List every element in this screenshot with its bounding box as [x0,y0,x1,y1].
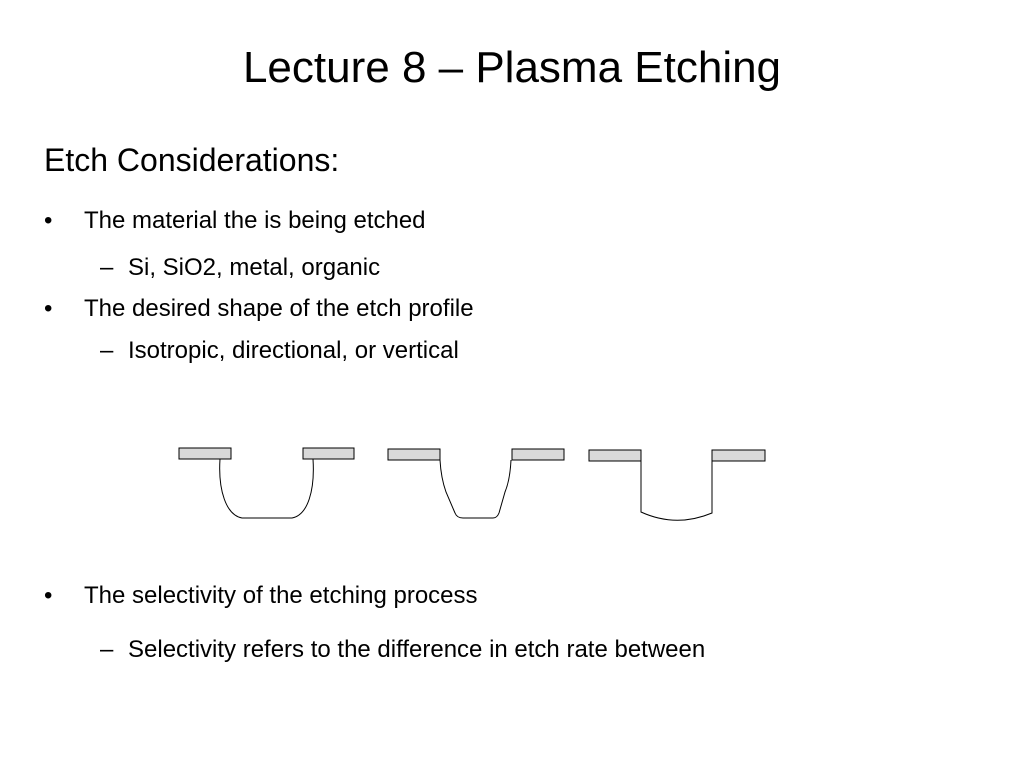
sub-bullet-text: Selectivity refers to the difference in … [128,636,706,663]
directional-trench [439,459,512,519]
mask-right [711,449,766,462]
mask-right [302,447,355,460]
directional-etch-profile [387,448,565,519]
isotropic-etch-profile [178,447,355,519]
sub-bullet-text: Isotropic, directional, or vertical [128,337,459,364]
sub-bullet-glyph: – [100,337,114,364]
section-heading: Etch Considerations: [44,142,340,178]
isotropic-trench [219,458,314,519]
bullet-glyph: • [44,582,53,609]
mask-right [511,448,565,461]
mask-left [588,449,642,462]
bullet-glyph: • [44,295,53,322]
sub-bullet-text: Si, SiO2, metal, organic [128,254,381,281]
mask-left [387,448,441,461]
slide-title: Lecture 8 – Plasma Etching [242,43,782,92]
bullet-text: The material the is being etched [84,207,426,234]
bullet-glyph: • [44,207,53,234]
vertical-etch-profile [588,449,766,521]
bullet-text: The desired shape of the etch profile [84,295,474,322]
sub-bullet-glyph: – [100,636,114,663]
vertical-trench [640,461,713,521]
sub-bullet-glyph: – [100,254,114,281]
bullet-text: The selectivity of the etching process [84,582,478,609]
mask-left [178,447,232,460]
